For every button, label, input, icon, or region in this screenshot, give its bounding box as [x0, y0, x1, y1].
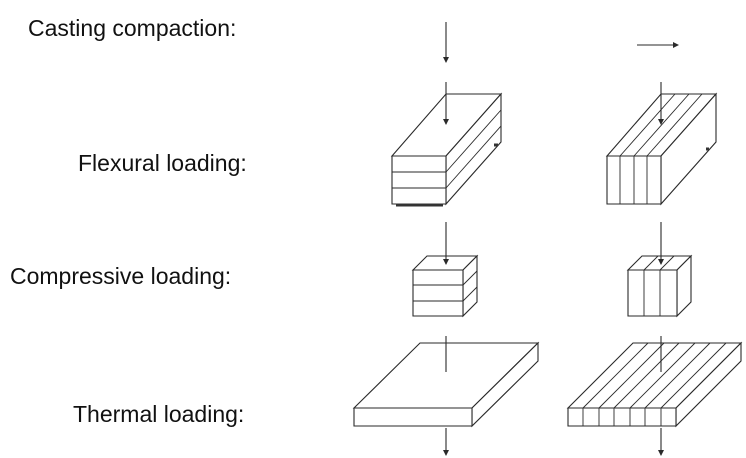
flexural-beam-vertical-layers	[605, 82, 718, 206]
label-flexural-loading: Flexural loading:	[78, 150, 247, 176]
compressive-cube-vertical-layers	[626, 222, 693, 318]
thermal-slab-vertical-layers	[566, 336, 743, 456]
label-compressive-loading: Compressive loading:	[10, 263, 232, 289]
flexural-beam-horizontal-layers	[390, 82, 503, 207]
label-casting-compaction: Casting compaction:	[28, 15, 237, 41]
compressive-cube-horizontal-layers	[411, 222, 479, 318]
thermal-slab-horizontal-layers	[352, 336, 540, 456]
label-thermal-loading: Thermal loading:	[73, 401, 245, 427]
